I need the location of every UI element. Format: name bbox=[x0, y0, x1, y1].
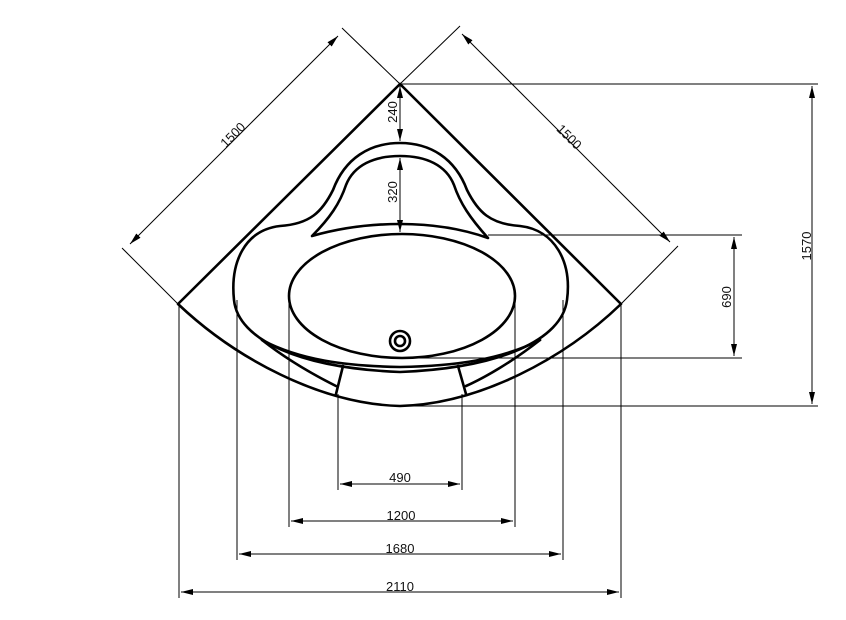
dimension-headrest-depth: 320 bbox=[385, 158, 403, 232]
drain-icon bbox=[388, 329, 412, 353]
dimension-headrest-offset: 240 bbox=[385, 86, 403, 141]
seat-left-support bbox=[334, 364, 345, 396]
dim-label-overall-width: 2110 bbox=[386, 579, 414, 594]
dim-label-bowl-depth: 690 bbox=[719, 286, 734, 308]
dimension-seat-width: 490 bbox=[337, 394, 463, 490]
tub-rim bbox=[232, 141, 570, 374]
dim-label-side-left: 1500 bbox=[217, 119, 248, 150]
dimension-side-left: 1500 bbox=[121, 27, 401, 305]
dim-label-bowl-width: 1200 bbox=[387, 508, 416, 523]
dimension-rim-width: 1680 bbox=[236, 300, 564, 560]
basin bbox=[287, 232, 517, 360]
dim-label-seat-width: 490 bbox=[389, 470, 411, 485]
seat-right-lip bbox=[464, 338, 542, 388]
dimension-bowl-width: 1200 bbox=[288, 296, 516, 527]
dim-label-headrest-depth: 320 bbox=[385, 181, 400, 203]
dim-label-side-right: 1500 bbox=[554, 121, 585, 152]
dim-label-total-depth: 1570 bbox=[799, 232, 814, 261]
drain-inner bbox=[393, 334, 407, 348]
dim-label-headrest-offset: 240 bbox=[385, 101, 400, 123]
seat-left-lip bbox=[260, 338, 338, 388]
dimension-bowl-depth: 690 bbox=[402, 234, 742, 359]
seat-line bbox=[260, 338, 542, 369]
dim-label-rim-width: 1680 bbox=[386, 541, 415, 556]
dimension-total-depth: 1570 bbox=[400, 83, 818, 407]
dimension-overall-width: 2110 bbox=[178, 304, 622, 598]
seat-right-support bbox=[456, 364, 468, 396]
dimension-side-right: 1500 bbox=[399, 25, 679, 305]
